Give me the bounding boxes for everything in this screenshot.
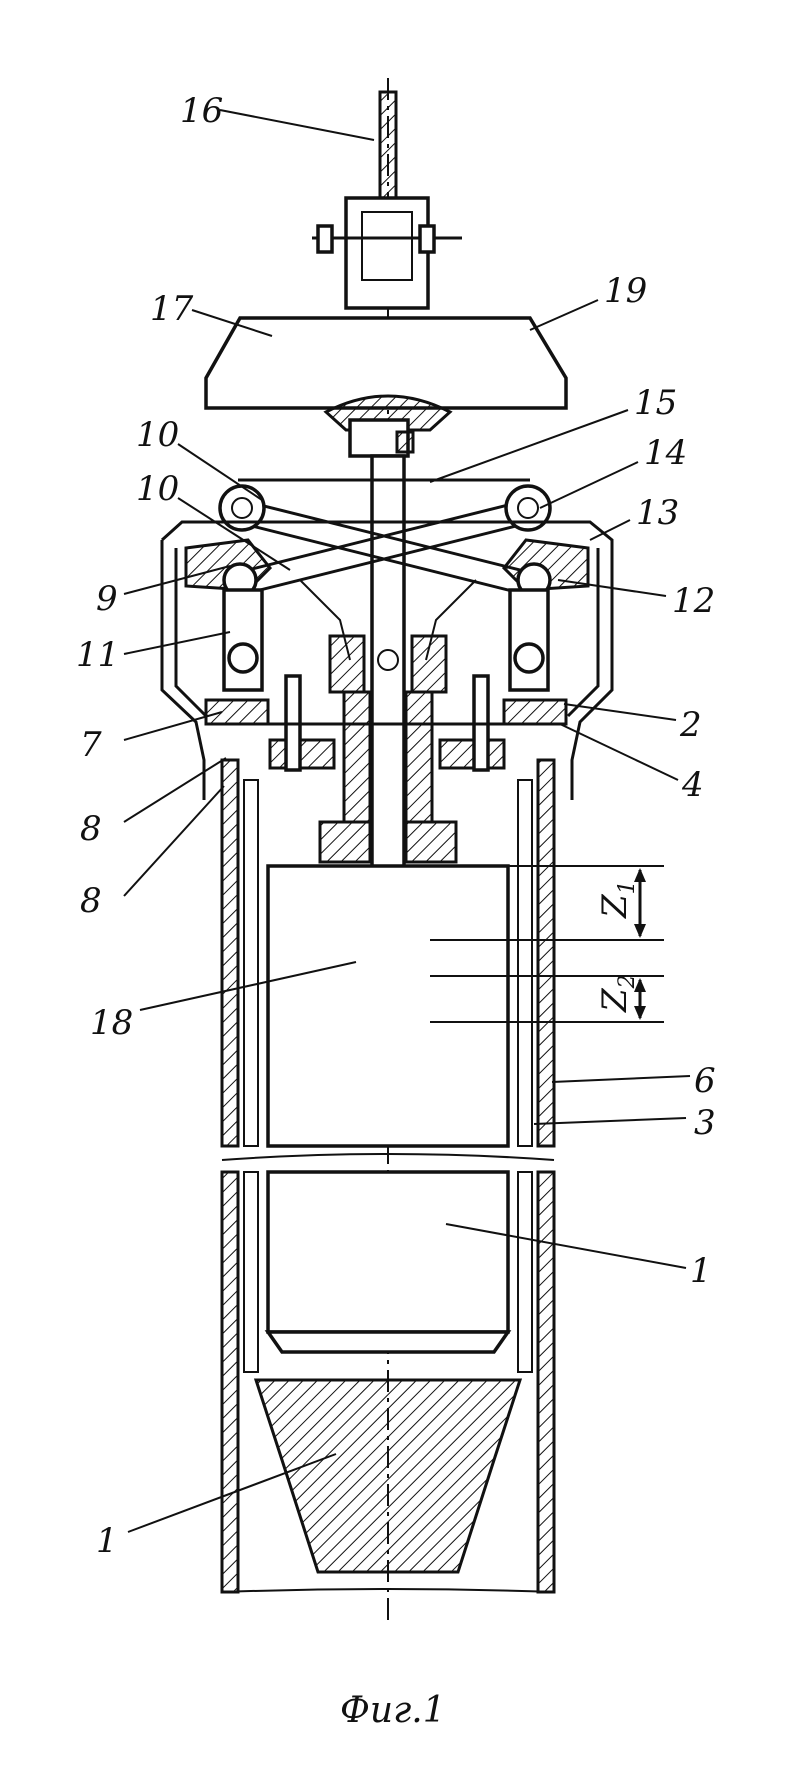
label-12: 12 <box>672 581 715 621</box>
label-15: 15 <box>634 383 677 423</box>
label-1-lower: 1 <box>96 1521 118 1561</box>
label-4: 4 <box>681 765 704 805</box>
label-18: 18 <box>90 1003 133 1043</box>
hood-cap <box>206 318 566 456</box>
label-1-upper: 1 <box>690 1251 712 1291</box>
dim-z1: Z1 <box>595 880 640 919</box>
label-6: 6 <box>694 1061 716 1101</box>
label-16: 16 <box>180 91 223 131</box>
label-11: 11 <box>76 635 119 675</box>
label-14: 14 <box>644 433 687 473</box>
dim-z2: Z2 <box>595 974 640 1013</box>
label-2: 2 <box>679 705 702 745</box>
label-8-lower: 8 <box>80 881 102 921</box>
label-8-upper: 8 <box>80 809 102 849</box>
suspension-cable <box>312 92 462 308</box>
label-9: 9 <box>96 579 118 619</box>
label-10-upper: 10 <box>136 415 179 455</box>
label-3: 3 <box>694 1103 716 1143</box>
label-19: 19 <box>604 271 647 311</box>
dimension-labels: Z1 Z2 <box>595 880 640 1013</box>
label-7: 7 <box>80 725 102 765</box>
label-10-lower: 10 <box>136 469 179 509</box>
label-17: 17 <box>150 289 194 329</box>
label-13: 13 <box>636 493 679 533</box>
figure-caption: Фиг.1 <box>340 1690 446 1731</box>
